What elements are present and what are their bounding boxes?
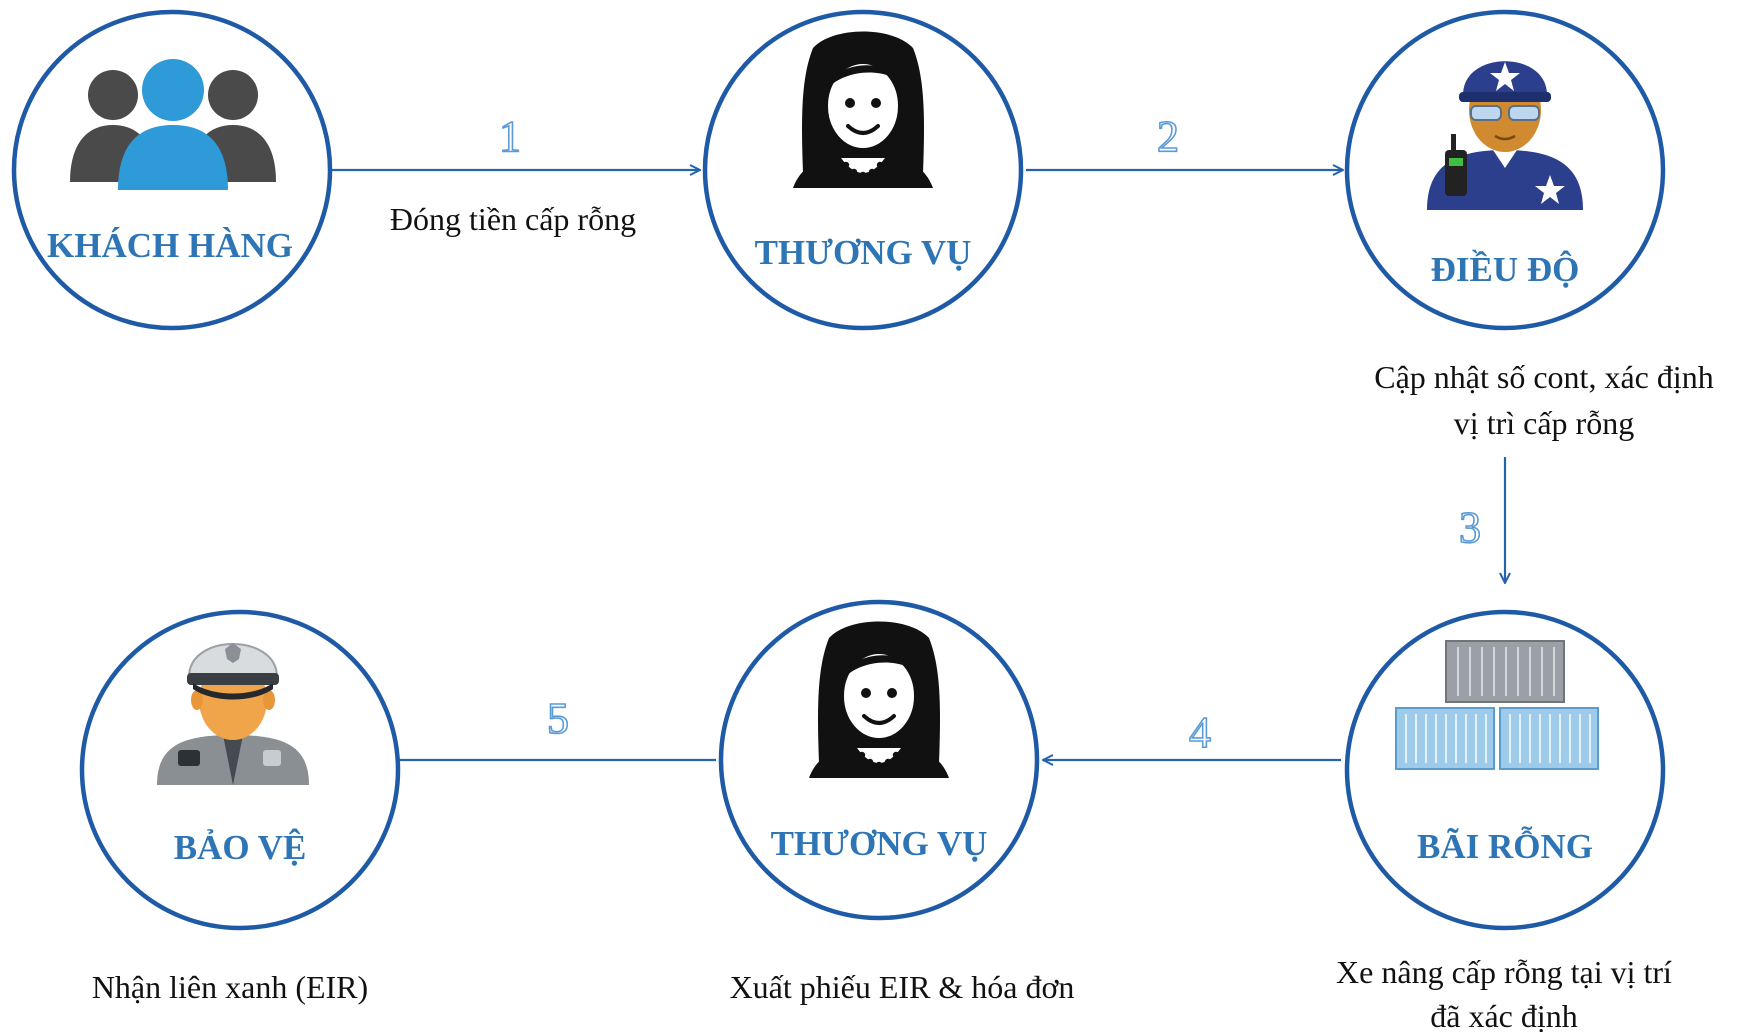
node-label-thuong-vu-bottom: THƯƠNG VỤ (771, 824, 988, 863)
step-number-2: 2 (1157, 112, 1179, 161)
people-group-icon (70, 59, 276, 190)
node-label-bao-ve: BẢO VỆ (174, 827, 307, 867)
caption-xe-nang-line-1: Xe nâng cấp rỗng tại vị trí (1336, 954, 1672, 990)
step-number-4: 4 (1189, 708, 1211, 757)
caption-nhan-lien: Nhận liên xanh (EIR) (92, 969, 368, 1005)
step-number-5: 5 (547, 694, 569, 743)
node-thuong-vu-bottom: THƯƠNG VỤ (718, 599, 1040, 921)
node-thuong-vu-top: THƯƠNG VỤ (702, 9, 1024, 331)
woman-clerk-icon (793, 31, 933, 188)
woman-clerk-icon (809, 621, 949, 778)
caption-xe-nang-line-2: đã xác định (1430, 998, 1578, 1032)
node-bao-ve: BẢO VỆ (79, 609, 401, 931)
dispatcher-guard-icon (1427, 61, 1583, 210)
node-khach-hang: KHÁCH HÀNG (11, 9, 333, 331)
node-label-thuong-vu-top: THƯƠNG VỤ (755, 233, 972, 272)
node-dieu-do: ĐIỀU ĐỘ (1344, 9, 1666, 331)
node-label-bai-rong: BÃI RỖNG (1417, 825, 1593, 866)
node-label-dieu-do: ĐIỀU ĐỘ (1431, 249, 1580, 289)
container-stack-icon (1395, 640, 1599, 770)
caption-dong-tien: Đóng tiền cấp rỗng (390, 201, 636, 237)
node-label-khach-hang: KHÁCH HÀNG (47, 226, 293, 265)
caption-cap-nhat-line-2: vị trì cấp rỗng (1454, 405, 1634, 441)
caption-xuat-phieu: Xuất phiếu EIR & hóa đơn (730, 969, 1075, 1005)
node-bai-rong: BÃI RỖNG (1344, 609, 1666, 931)
step-number-1: 1 (499, 112, 521, 161)
security-guard-icon (157, 643, 309, 785)
caption-cap-nhat-line-1: Cập nhật số cont, xác định (1374, 359, 1713, 395)
step-number-3: 3 (1459, 503, 1481, 552)
